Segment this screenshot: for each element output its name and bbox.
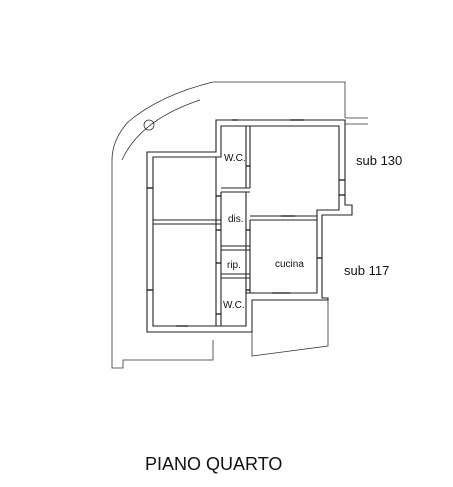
door-marks	[147, 119, 345, 327]
wall-corridor-right	[245, 192, 251, 293]
wall-wc-top-bottom	[221, 187, 250, 193]
outer-wall-inner	[152, 125, 340, 327]
column-circle	[143, 119, 155, 131]
neighbor-label-sub-117: sub 117	[344, 263, 389, 278]
neighbor-edge-top	[345, 117, 368, 125]
room-label-wc-top: W.C.	[224, 153, 246, 164]
room-label-cucina: cucina	[275, 259, 304, 270]
terrace-inner-edge	[121, 99, 201, 161]
room-label-rip: rip.	[227, 260, 241, 271]
room-label-wc-bottom: W.C.	[223, 300, 245, 311]
lower-extension	[251, 300, 329, 357]
wall-dis-bottom	[221, 245, 250, 251]
wall-wc-top-right	[245, 126, 251, 188]
wall-corridor-left	[215, 157, 222, 326]
neighbor-label-sub-130: sub 130	[356, 153, 402, 168]
floor-title: PIANO QUARTO	[145, 454, 282, 474]
wall-left-rooms	[153, 219, 221, 225]
terrace-outline	[111, 81, 346, 369]
wall-rip-bottom	[221, 273, 250, 279]
room-label-dis: dis.	[228, 214, 244, 225]
